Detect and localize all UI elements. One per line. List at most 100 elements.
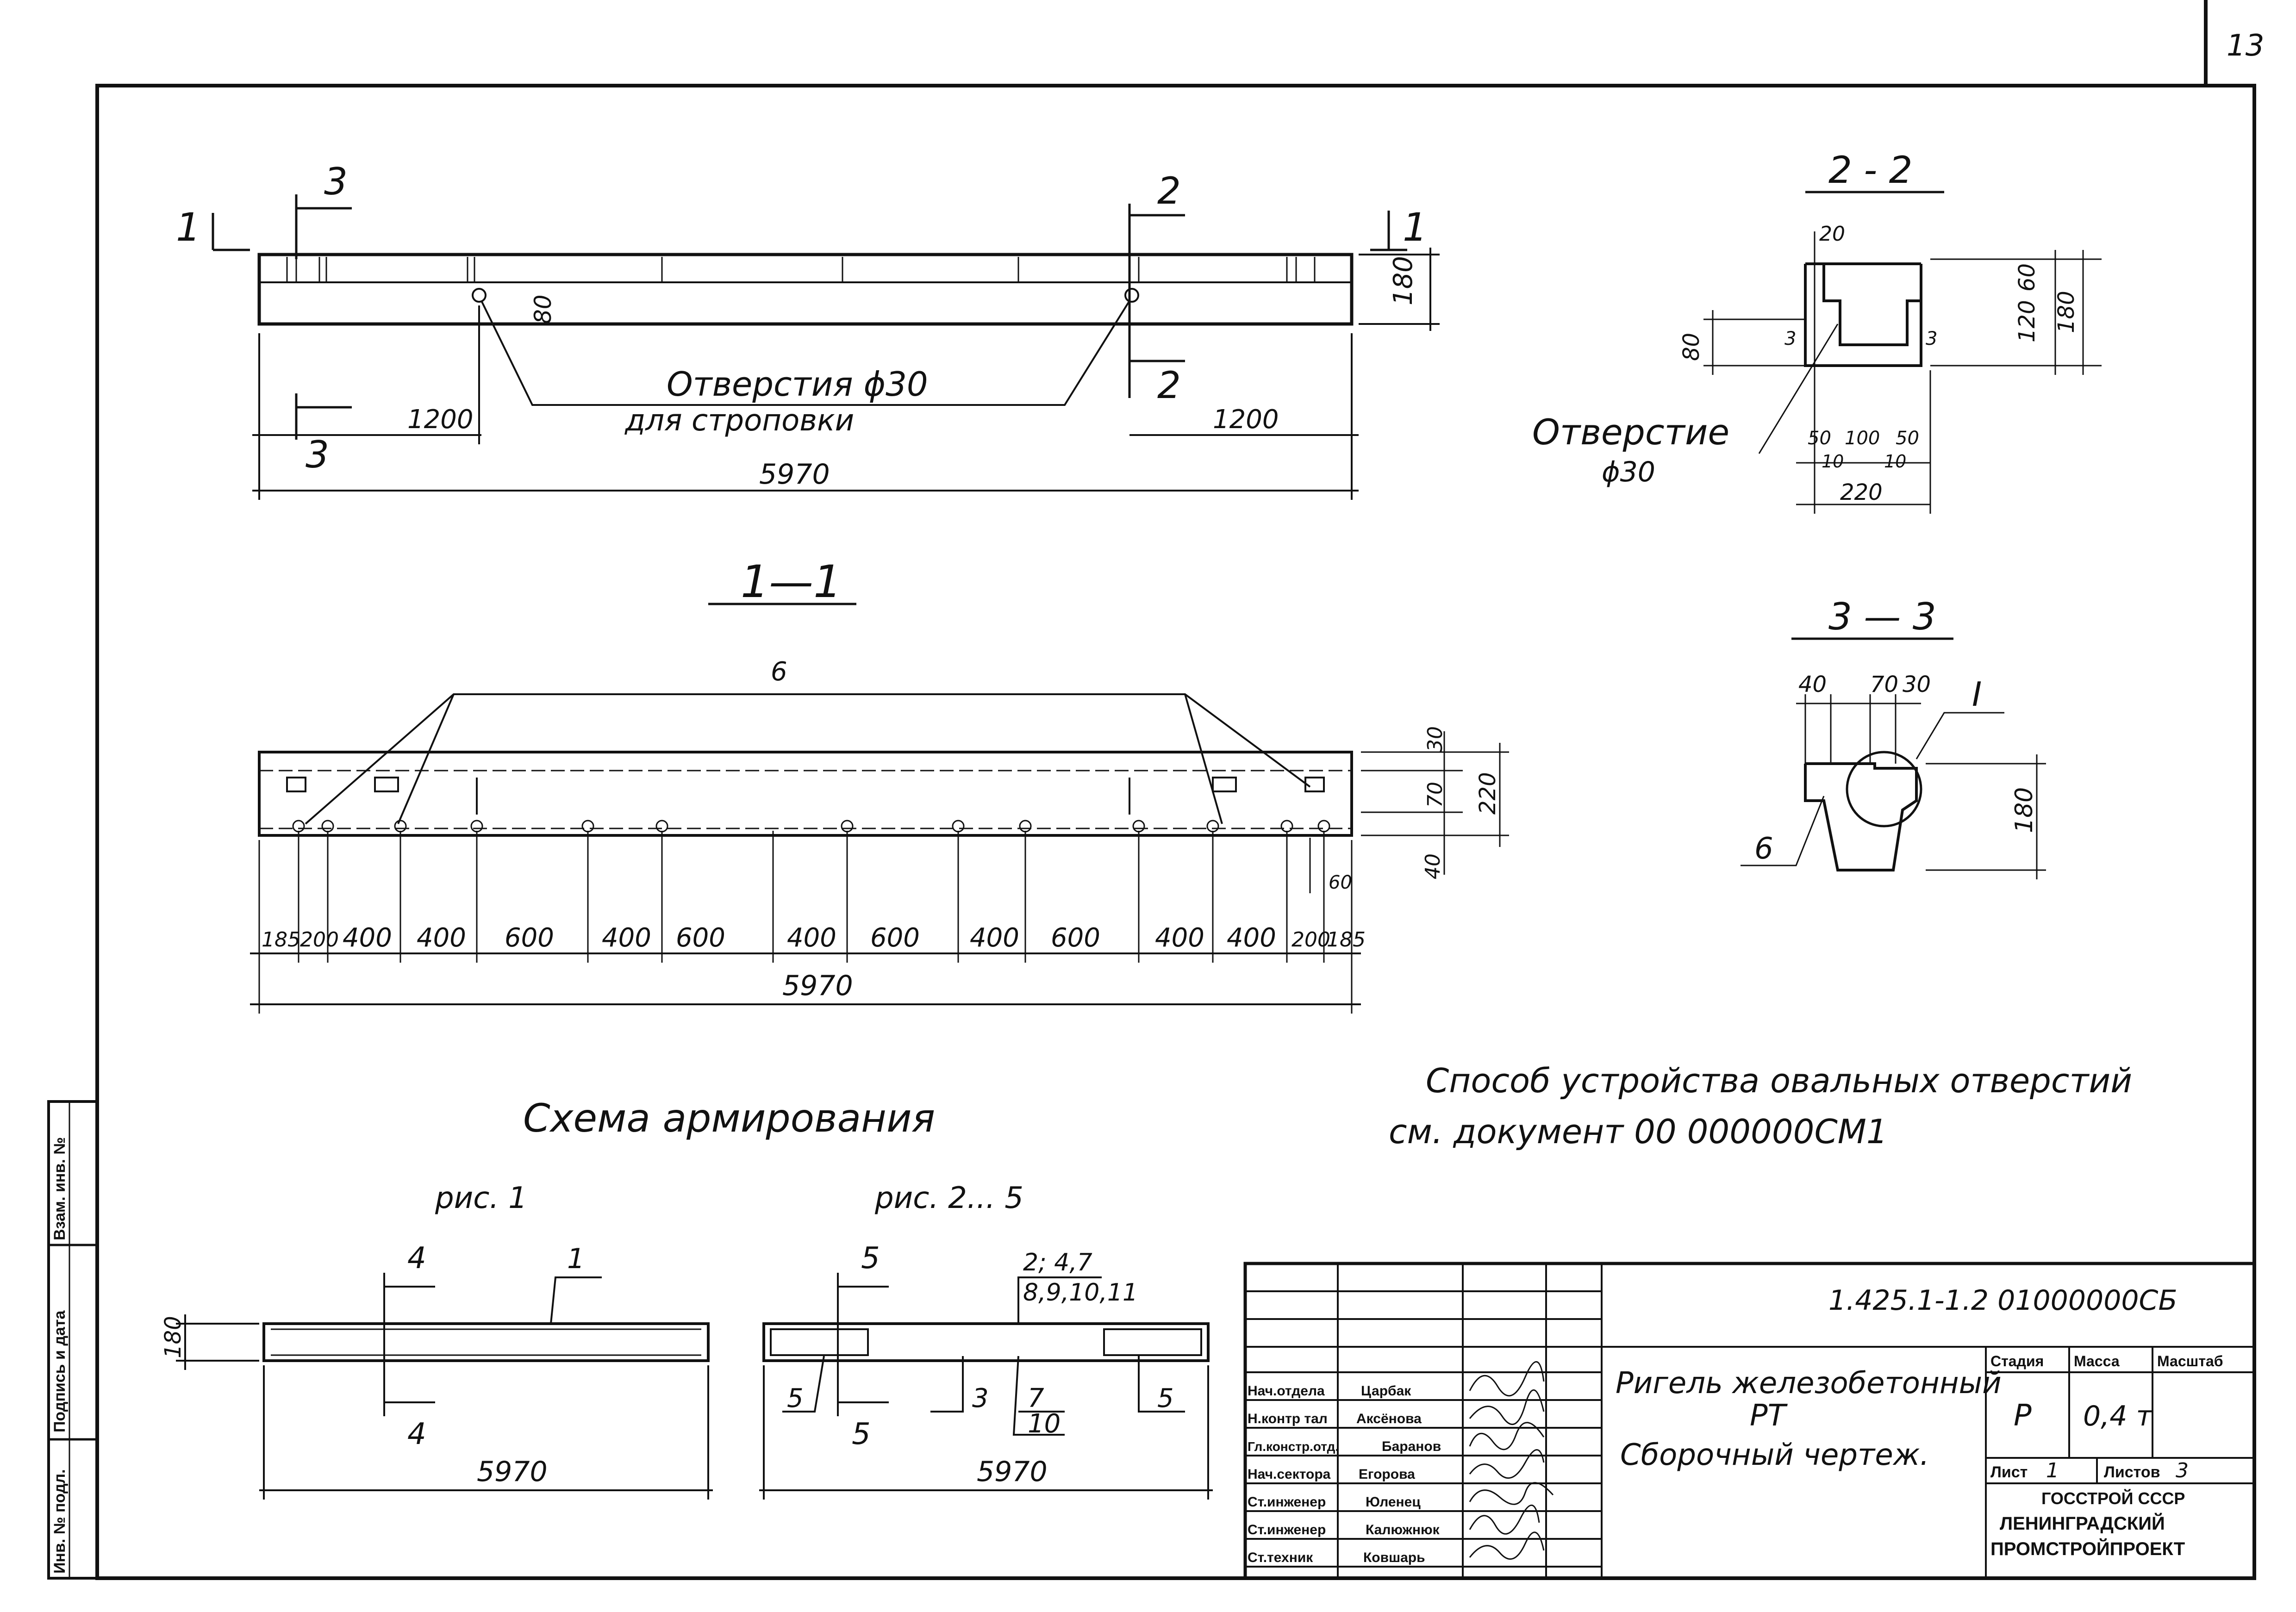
signatures [1469, 1361, 1554, 1560]
spacing-1: 185 [262, 928, 300, 952]
spacing-12: 400 [1155, 923, 1204, 953]
note-line-1: Способ устройства овальных отверстий [1426, 1061, 2132, 1100]
sheet-frame: 13 [95, 0, 2264, 1580]
fig-1-mark-top: 4 [407, 1241, 426, 1276]
beam-elevation: Отверстия ϕ30 для строповки 1 1 3 3 2 2 [176, 160, 1440, 500]
dim-180: 180 [2053, 291, 2079, 333]
section-2-2-hole-dia: ϕ30 [1602, 456, 1655, 488]
fig-1-callout: 1 [567, 1243, 585, 1275]
name-7: Ковшарь [1363, 1550, 1425, 1565]
fig-1-height: 180 [160, 1316, 186, 1358]
spacing-11: 600 [1051, 923, 1100, 953]
dim-220: 220 [1840, 479, 1883, 505]
dim-20: 20 [1819, 222, 1845, 246]
sheets-label: Листов [2104, 1463, 2160, 1481]
side-stamp: Инв. № подл. Подпись и дата Взам. инв. № [47, 1100, 99, 1580]
section-mark-1-right: 1 [1403, 205, 1427, 250]
role-7: Ст.техник [1248, 1550, 1313, 1565]
name-6: Калюжнюк [1366, 1522, 1440, 1537]
dim-height: 180 [1388, 256, 1418, 305]
holes-note-1: Отверстия ϕ30 [667, 365, 928, 404]
section-mark-1-left: 1 [176, 205, 200, 250]
fig-2-label: рис. 2... 5 [874, 1181, 1023, 1215]
section-1-1-callout: 6 [771, 657, 787, 687]
section-2-2-title: 2 - 2 [1828, 149, 1913, 192]
dim-70: 70 [1423, 782, 1447, 808]
title-block: 1.425.1-1.2 01000000СБ Ригель железобето… [1243, 1262, 2256, 1580]
scheme-title: Схема армирования [523, 1095, 935, 1141]
fig-2-callout-top-1: 2; 4,7 [1023, 1249, 1092, 1276]
product-name-2: РТ [1750, 1399, 1788, 1433]
product-name-1: Ригель железобетонный [1616, 1366, 2002, 1400]
section-mark-3-top: 3 [324, 160, 348, 203]
fig-1-mark-bottom: 4 [407, 1417, 426, 1451]
callout-I: I [1972, 675, 1982, 714]
fig-1-label: рис. 1 [435, 1181, 527, 1215]
dim-50-left: 50 [1808, 428, 1831, 449]
spacing-8: 400 [787, 923, 836, 953]
fig-1-length: 5970 [477, 1456, 548, 1488]
name-1: Царбак [1361, 1383, 1411, 1399]
spacing-ticks [258, 831, 1353, 1014]
spacing-4: 400 [417, 923, 466, 953]
spacing-10: 400 [970, 923, 1019, 953]
dim-left: 1200 [407, 405, 474, 435]
section-mark-2-bottom: 2 [1157, 364, 1181, 407]
stage-value: Р [2014, 1399, 2032, 1433]
mass-value: 0,4 т [2083, 1400, 2153, 1432]
dim-right: 1200 [1213, 405, 1279, 435]
name-4: Егорова [1359, 1467, 1415, 1482]
org-line-3: ПРОМСТРОЙПРОЕКТ [1990, 1538, 2185, 1559]
fig-2-callout-7: 7 [1028, 1383, 1044, 1413]
fig-2-mark-top: 5 [861, 1241, 880, 1276]
section-1-1-title: 1—1 [741, 556, 842, 608]
section-3-3-title: 3 — 3 [1828, 595, 1936, 638]
stamp-inv-podl: Инв. № подл. [51, 1469, 69, 1574]
dim-100: 100 [1845, 428, 1880, 449]
doc-code: 1.425.1-1.2 01000000СБ [1828, 1284, 2177, 1317]
spacing-14: 200 [1292, 928, 1330, 952]
dim-40: 40 [1421, 853, 1445, 879]
lifting-hole-left [472, 288, 487, 303]
section-mark-2-top: 2 [1157, 169, 1181, 212]
dim-60: 60 [2014, 263, 2040, 292]
role-2: Н.контр тал [1248, 1411, 1328, 1426]
section-1-1-total: 5970 [782, 970, 853, 1002]
fig-1: рис. 1 4 4 1 180 5970 [160, 1181, 713, 1500]
spacing-15: 185 [1327, 928, 1366, 952]
spacing-13: 400 [1227, 923, 1276, 953]
dim-small: 80 [530, 294, 556, 324]
scale-header: Масштаб [2157, 1353, 2223, 1369]
fig-2-5: рис. 2... 5 5 5 2; 4,7 8,9,10,11 5 3 7 1… [759, 1181, 1213, 1500]
fig-2-callout-5-left: 5 [787, 1383, 804, 1413]
spacing-2: 200 [300, 928, 339, 952]
dim-180: 180 [2010, 787, 2038, 833]
fig-2-callout-10: 10 [1028, 1409, 1061, 1439]
elevation-dimensions [252, 248, 1440, 500]
section-2-2-hole-label: Отверстие [1532, 411, 1729, 453]
spacing-5: 600 [505, 923, 554, 953]
section-1-1: 1—1 6 [250, 556, 1509, 1014]
fig-2-length: 5970 [977, 1456, 1048, 1488]
dim-10-right: 10 [1884, 451, 1906, 472]
detail-circle-I [1846, 751, 1922, 828]
spacing-9: 600 [870, 923, 920, 953]
role-6: Ст.инженер [1248, 1522, 1326, 1537]
lifting-hole-right [1124, 288, 1139, 303]
section-mark-3-bottom: 3 [306, 433, 329, 476]
callout-6: 6 [1754, 832, 1773, 866]
section-2-2: 2 - 2 Отверстие ϕ30 20 60 120 180 80 3 3… [1532, 149, 2102, 514]
spacing-3: 400 [343, 923, 392, 953]
sheets-value: 3 [2176, 1459, 2189, 1482]
dim-60: 60 [1329, 872, 1352, 893]
role-3: Гл.констр.отд. [1248, 1439, 1339, 1454]
role-5: Ст.инженер [1248, 1494, 1326, 1510]
spacing-6: 400 [602, 923, 651, 953]
org-line-1: ГОССТРОЙ СССР [2041, 1488, 2185, 1508]
name-3: Баранов [1382, 1439, 1441, 1454]
org-line-2: ЛЕНИНГРАДСКИЙ [2000, 1512, 2165, 1534]
dim-80: 80 [1678, 333, 1704, 361]
holes-note-2: для строповки [624, 404, 854, 438]
spacing-7: 600 [676, 923, 725, 953]
rebar-ticks [286, 257, 1316, 282]
